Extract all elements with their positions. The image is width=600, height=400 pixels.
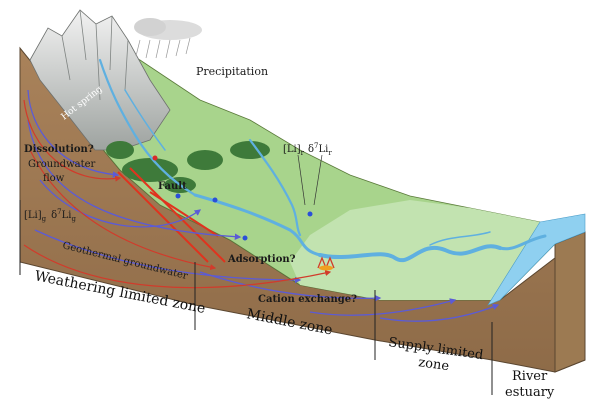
forest	[106, 141, 270, 193]
label-cation-exchange: Cation exchange?	[258, 294, 357, 305]
label-pointers	[297, 154, 323, 206]
river-network	[98, 58, 547, 263]
zone-estuary-label-1: River	[512, 369, 548, 384]
sample-points	[152, 155, 313, 241]
label-groundwater-flow-2: flow	[43, 173, 65, 184]
zone-estuary-label-2: estuary	[505, 385, 555, 400]
sea-surface	[487, 213, 586, 306]
groundwater-arrows	[27, 89, 500, 322]
geothermal-arrows	[23, 99, 332, 289]
zone-dividers	[19, 200, 493, 395]
mountain-ridges	[61, 9, 129, 101]
mountain	[29, 9, 171, 151]
label-precipitation: Precipitation	[196, 65, 268, 78]
rain-cloud	[134, 18, 202, 59]
block-side-face	[554, 231, 586, 373]
label-fault: Fault	[158, 181, 187, 192]
fault-lines	[117, 167, 226, 263]
zone-supply-label-2: zone	[417, 355, 450, 374]
label-groundwater-flow-1: Groundwater	[28, 159, 96, 170]
label-dissolution: Dissolution?	[24, 144, 94, 155]
hot-spring-marker	[317, 256, 335, 271]
label-adsorption: Adsorption?	[227, 254, 296, 265]
